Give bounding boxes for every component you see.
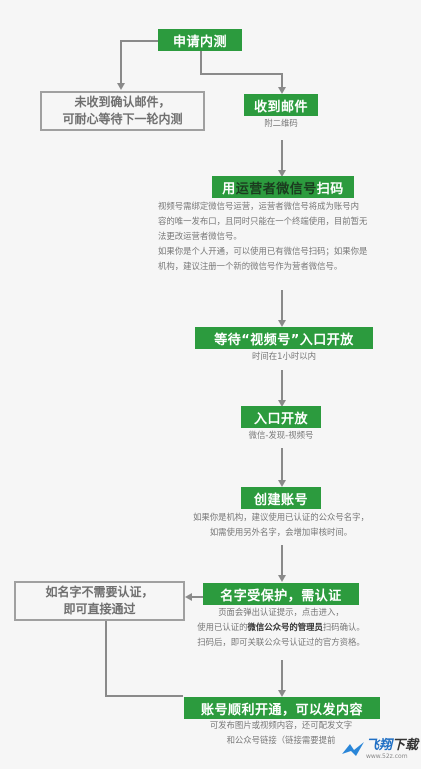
scan-prefix: 用: [222, 181, 236, 197]
step-received-label: 收到邮件: [253, 99, 308, 115]
connector: [281, 370, 283, 400]
connector-arrow: [278, 320, 286, 327]
no-cert-line1: 如名字不需要认证，: [45, 585, 154, 599]
connector: [281, 73, 283, 87]
watermark-text-a: 飞翔: [365, 738, 392, 753]
connector: [281, 448, 283, 480]
connector-arrow: [278, 87, 286, 94]
connector: [281, 545, 283, 575]
protected-desc-part: 使用已认证的: [197, 622, 248, 632]
step-opened: 账号顺利开通，可以发内容: [184, 697, 380, 719]
step-scan: 用 运营者微信号 扫码: [212, 176, 354, 198]
entry-open-label: 入口开放: [253, 411, 308, 427]
create-account-label: 创建账号: [253, 492, 308, 508]
create-desc-line: 如需使用另外名字，会增加审核时间。: [209, 527, 353, 537]
step-received-email: 收到邮件: [244, 94, 318, 116]
wait-entry-note: 时间在1小时以内: [252, 351, 316, 361]
connector: [281, 140, 283, 170]
connector-arrow: [278, 690, 286, 697]
name-protected-label: 名字受保护，需认证: [220, 588, 342, 604]
opened-desc-line: 可发布图片或视频内容，还可配发文字: [209, 720, 353, 730]
step-apply: 申请内测: [158, 29, 242, 51]
connector: [120, 40, 122, 85]
connector-arrow: [278, 170, 286, 177]
scan-desc-line: 视频号需绑定微信号运营，运营者微信号将成为账号内: [158, 201, 359, 211]
watermark-url: www.52z.com: [365, 753, 408, 760]
step-wait-entry: 等待“视频号”入口开放: [195, 327, 373, 349]
connector-arrow: [278, 575, 286, 582]
connector-arrow: [117, 83, 125, 90]
opened-label: 账号顺利开通，可以发内容: [200, 702, 363, 718]
watermark-text-b: 下载: [391, 738, 418, 753]
scan-desc-line: 如果你是个人开通，可以使用已有微信号扫码；如果你是: [158, 246, 368, 256]
step-name-protected: 名字受保护，需认证: [203, 583, 359, 605]
protected-desc-line: 扫码后，即可关联公众号认证过的官方资格。: [197, 637, 365, 647]
connector-arrow: [185, 593, 192, 601]
protected-desc-part: 扫码确认。: [322, 622, 365, 632]
bird-logo-icon: [341, 742, 364, 756]
not-received-line2: 可耐心等待下一轮内测: [62, 112, 183, 126]
scan-suffix: 扫码: [316, 181, 344, 197]
protected-desc-emphasis: 微信公众号的管理员: [247, 622, 323, 632]
opened-desc-line: 和公众号链接（链接需要提前: [226, 735, 336, 745]
protected-desc-line: 页面会弹出认证提示，点击进入，: [218, 607, 344, 617]
scan-desc-line: 机构，建议注册一个新的微信号作为营者微信号。: [158, 261, 343, 271]
connector: [200, 73, 282, 75]
connector: [105, 621, 107, 696]
step-apply-label: 申请内测: [172, 34, 227, 50]
step-entry-open: 入口开放: [241, 406, 321, 428]
step-create-account: 创建账号: [241, 487, 321, 509]
entry-open-note: 微信-发现-视频号: [248, 430, 314, 440]
scan-operator: 运营者微信号: [235, 181, 317, 197]
scan-desc-line: 法更改运营者微信号。: [158, 231, 242, 241]
create-account-desc: 如果你是机构，建议使用已认证的公众号名字， 如需使用另外名字，会增加审核时间。: [150, 510, 412, 540]
name-protected-desc: 页面会弹出认证提示，点击进入， 使用已认证的微信公众号的管理员扫码确认。 扫码后…: [150, 605, 412, 650]
connector: [105, 695, 183, 697]
wait-entry-label: 等待“视频号”入口开放: [214, 332, 354, 348]
connector: [281, 660, 283, 690]
scan-desc: 视频号需绑定微信号运营，运营者微信号将成为账号内 容的唯一发布口，且同时只能在一…: [158, 199, 367, 274]
connector: [200, 49, 202, 74]
no-cert-line2: 即可直接通过: [63, 602, 136, 616]
opened-desc: 可发布图片或视频内容，还可配发文字 和公众号链接（链接需要提前: [150, 718, 412, 748]
watermark-logo: 飞翔下载 www.52z.com: [328, 736, 418, 764]
connector-arrow: [278, 480, 286, 487]
connector: [281, 290, 283, 320]
connector-arrow: [278, 400, 286, 407]
not-received-box: 未收到确认邮件， 可耐心等待下一轮内测: [40, 91, 205, 131]
scan-desc-line: 容的唯一发布口，且同时只能在一个终端使用，目前暂无: [158, 216, 368, 226]
step-received-note: 附二维码: [264, 118, 298, 128]
no-cert-box: 如名字不需要认证， 即可直接通过: [14, 581, 185, 621]
not-received-line1: 未收到确认邮件，: [74, 95, 171, 109]
protected-desc-line: 使用已认证的微信公众号的管理员扫码确认。: [150, 620, 412, 635]
create-desc-line: 如果你是机构，建议使用已认证的公众号名字，: [193, 512, 369, 522]
